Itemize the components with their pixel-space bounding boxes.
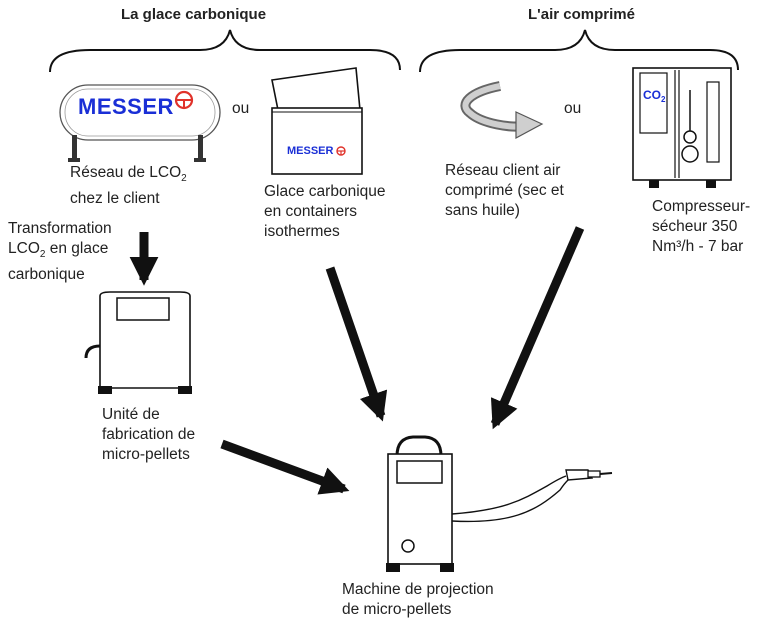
label-lco2-network: Réseau de LCO2 chez le client	[70, 164, 187, 208]
left-brace	[49, 29, 401, 73]
right-brace	[419, 29, 739, 73]
messer-logo-tank-text: MESSER	[78, 94, 174, 119]
or-label-left: ou	[232, 100, 250, 117]
messer-emblem-box-icon	[336, 146, 346, 156]
label-projection-machine: Machine de projection de micro-pellets	[342, 581, 494, 618]
pellet-unit-icon	[84, 291, 192, 394]
label-transformation: Transformation LCO2 en glace carbonique	[8, 220, 112, 284]
compressor-cabinet-icon	[632, 67, 732, 188]
messer-logo-box-text: MESSER	[287, 145, 334, 157]
header-compressed-air: L'air comprimé	[528, 6, 635, 23]
air-network-loop-icon	[460, 81, 544, 140]
arrow-compressor-to-machine	[490, 226, 585, 430]
lco2-tank-icon	[59, 84, 221, 162]
or-label-right: ou	[564, 100, 582, 117]
label-compressor: Compresseur- sécheur 350 Nm³/h - 7 bar	[652, 198, 751, 255]
label-dry-ice-containers: Glace carbonique en containers isotherme…	[264, 183, 386, 240]
header-dry-ice: La glace carbonique	[121, 6, 267, 23]
flow-arrows	[129, 226, 585, 495]
co2-badge: CO2	[643, 88, 666, 104]
label-pellet-unit: Unité de fabrication de micro-pellets	[102, 406, 196, 463]
label-air-network: Réseau client air comprimé (sec et sans …	[445, 162, 564, 219]
arrow-containers-to-machine	[325, 266, 388, 422]
dry-ice-container-icon	[271, 67, 363, 175]
messer-emblem-icon	[174, 90, 194, 110]
arrow-unit-to-machine	[220, 439, 350, 495]
projection-machine-icon	[386, 435, 613, 572]
